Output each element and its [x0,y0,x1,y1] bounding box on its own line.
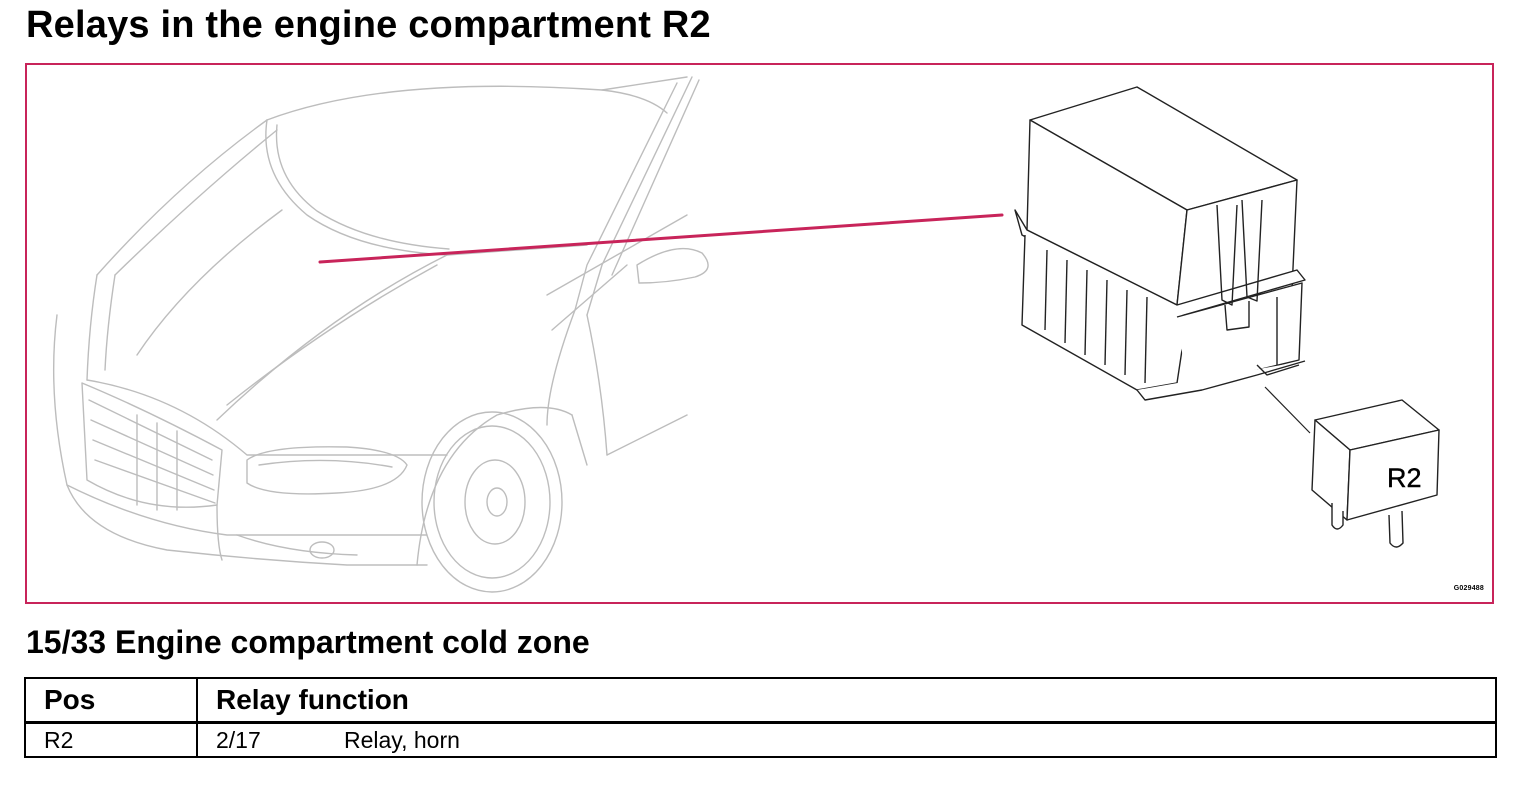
relay-r2-illustration [1311,399,1440,548]
relay-table: Pos Relay function R2 2/17 Relay, horn [24,677,1497,758]
figure-code: G029488 [1453,585,1484,592]
header-pos: Pos [24,677,198,724]
header-relay-function: Relay function [196,677,1497,724]
cell-pos: R2 [24,721,198,758]
table-header-row: Pos Relay function [24,677,1497,724]
relay-r2-label: R2 [1387,463,1422,493]
cell-function: Relay, horn [344,726,460,753]
leader-line [318,213,1004,264]
relay-box-illustration [1014,86,1306,401]
cell-ref: 2/17 [216,726,261,753]
location-diagram: R2 G029488 [25,63,1494,604]
page-title: Relays in the engine compartment R2 [26,4,711,46]
table-row: R2 2/17 Relay, horn [24,721,1497,758]
car-illustration [52,76,709,593]
diagram-illustration: R2 [52,76,1440,593]
cell-relay-function: 2/17 Relay, horn [196,721,1497,758]
section-title: 15/33 Engine compartment cold zone [26,624,590,660]
